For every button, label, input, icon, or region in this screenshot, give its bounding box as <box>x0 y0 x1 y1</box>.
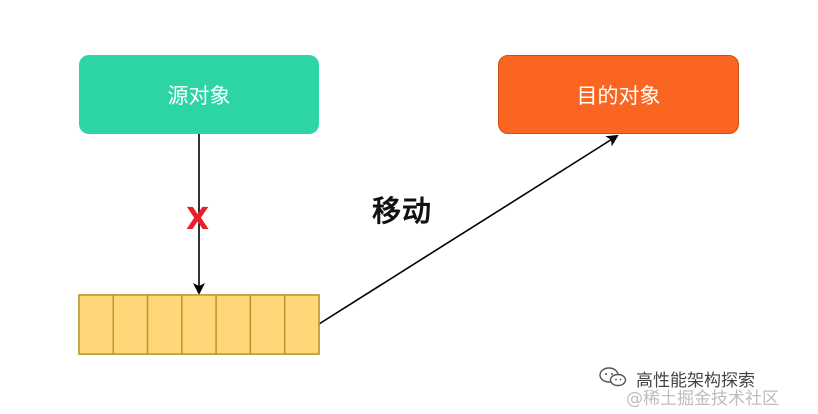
buffer-cell <box>283 294 320 355</box>
watermark-account-name: 高性能架构探索 <box>636 371 755 391</box>
blocked-x-mark: X <box>186 202 210 237</box>
buffer-to-target-arrow <box>318 134 619 325</box>
buffer-cell <box>249 294 286 355</box>
buffer-cell <box>78 294 115 355</box>
watermark: 高性能架构探索 @稀土掘金技术社区 <box>598 366 808 409</box>
buffer-cell <box>215 294 252 355</box>
target-object-label: 目的对象 <box>576 83 661 108</box>
move-label: 移动 <box>372 194 433 228</box>
buffer-cell <box>181 294 217 355</box>
target-object-box: 目的对象 <box>498 55 739 134</box>
watermark-site-name: @稀土掘金技术社区 <box>626 389 779 409</box>
source-object-box: 源对象 <box>79 55 319 134</box>
buffer-cell <box>112 294 149 355</box>
buffer-cell <box>146 294 183 355</box>
wechat-icon <box>599 367 627 387</box>
buffer-array <box>78 294 320 355</box>
source-object-label: 源对象 <box>167 83 231 108</box>
